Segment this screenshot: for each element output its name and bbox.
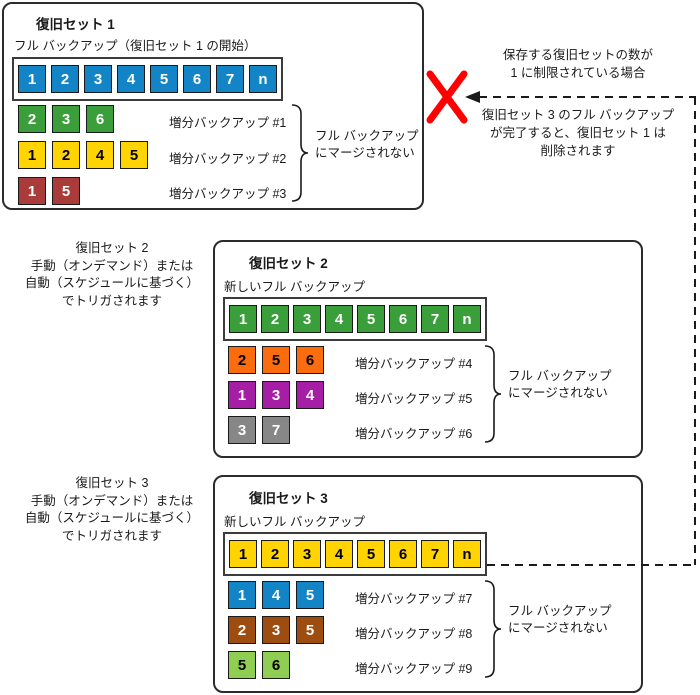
backup-block: 2 (261, 540, 289, 568)
backup-block: 3 (262, 381, 290, 409)
backup-block: 6 (296, 346, 324, 374)
incremental-label: 増分バックアップ #2 (169, 152, 287, 166)
set-title: 復旧セット 1 (36, 17, 115, 32)
backup-block: 3 (52, 105, 80, 133)
backup-block: 5 (262, 346, 290, 374)
backup-block: n (249, 65, 277, 93)
backup-block: 6 (86, 105, 114, 133)
backup-block: 5 (52, 177, 80, 205)
backup-block: 5 (357, 540, 385, 568)
backup-block: 1 (228, 381, 256, 409)
full-backup-label: フル バックアップ（復旧セット 1 の開始） (14, 39, 257, 53)
backup-block: 5 (150, 65, 178, 93)
backup-block: 5 (296, 616, 324, 644)
full-backup-label: 新しいフル バックアップ (224, 280, 365, 294)
set-title: 復旧セット 2 (249, 256, 328, 271)
backup-block: 4 (325, 540, 353, 568)
backup-block: 4 (296, 381, 324, 409)
dashed-connector-bottom (487, 564, 695, 566)
backup-block: 1 (18, 177, 46, 205)
backup-block: 7 (421, 540, 449, 568)
set3-trigger-note: 復旧セット 3 手動（オンデマンド）または 自動（スケジュールに基づく） でトリ… (24, 476, 200, 543)
backup-block: 1 (229, 305, 257, 333)
incremental-label: 増分バックアップ #4 (355, 357, 473, 371)
limit-note: 保存する復旧セットの数が 1 に制限されている場合 (502, 48, 653, 80)
backup-block: 6 (389, 540, 417, 568)
backup-block: 1 (18, 65, 46, 93)
backup-block: 7 (421, 305, 449, 333)
backup-block: 4 (117, 65, 145, 93)
backup-block: n (453, 305, 481, 333)
merge-note: フル バックアップ にマージされない (508, 604, 612, 635)
backup-block: 1 (228, 581, 256, 609)
backup-block: 3 (293, 305, 321, 333)
backup-block: 5 (120, 141, 148, 169)
arrowhead-icon (465, 91, 480, 103)
backup-block: 2 (228, 616, 256, 644)
backup-block: 2 (228, 346, 256, 374)
backup-block: 6 (389, 305, 417, 333)
backup-block: 7 (216, 65, 244, 93)
backup-block: 3 (293, 540, 321, 568)
incremental-label: 増分バックアップ #7 (355, 592, 473, 606)
merge-brace-icon (291, 104, 309, 202)
backup-block: 4 (262, 581, 290, 609)
backup-block: 1 (18, 141, 46, 169)
merge-note: フル バックアップ にマージされない (315, 129, 419, 160)
backup-block: 3 (262, 616, 290, 644)
backup-block: n (453, 540, 481, 568)
set-title: 復旧セット 3 (249, 491, 328, 506)
backup-block: 6 (183, 65, 211, 93)
backup-block: 6 (262, 651, 290, 679)
incremental-label: 増分バックアップ #1 (169, 116, 287, 130)
incremental-label: 増分バックアップ #6 (355, 427, 473, 441)
backup-block: 4 (86, 141, 114, 169)
delete-x-icon (426, 70, 468, 124)
backup-block: 4 (325, 305, 353, 333)
backup-block: 5 (296, 581, 324, 609)
incremental-label: 増分バックアップ #5 (355, 392, 473, 406)
delete-note: 復旧セット 3 のフル バックアップ が完了すると、復旧セット 1 は 削除され… (481, 108, 675, 158)
merge-brace-icon (484, 345, 502, 443)
incremental-label: 増分バックアップ #3 (169, 187, 287, 201)
dashed-connector-right (694, 97, 696, 565)
dashed-connector-top (479, 96, 696, 98)
backup-block: 7 (262, 416, 290, 444)
merge-note: フル バックアップ にマージされない (508, 369, 612, 400)
merge-brace-icon (484, 580, 502, 678)
incremental-label: 増分バックアップ #8 (355, 627, 473, 641)
set2-trigger-note: 復旧セット 2 手動（オンデマンド）または 自動（スケジュールに基づく） でトリ… (24, 241, 200, 308)
backup-block: 2 (52, 141, 80, 169)
backup-block: 1 (229, 540, 257, 568)
full-backup-label: 新しいフル バックアップ (224, 515, 365, 529)
backup-block: 3 (84, 65, 112, 93)
backup-block: 2 (261, 305, 289, 333)
backup-block: 2 (18, 105, 46, 133)
backup-block: 5 (357, 305, 385, 333)
backup-block: 2 (51, 65, 79, 93)
backup-block: 3 (228, 416, 256, 444)
incremental-label: 増分バックアップ #9 (355, 662, 473, 676)
backup-block: 5 (228, 651, 256, 679)
